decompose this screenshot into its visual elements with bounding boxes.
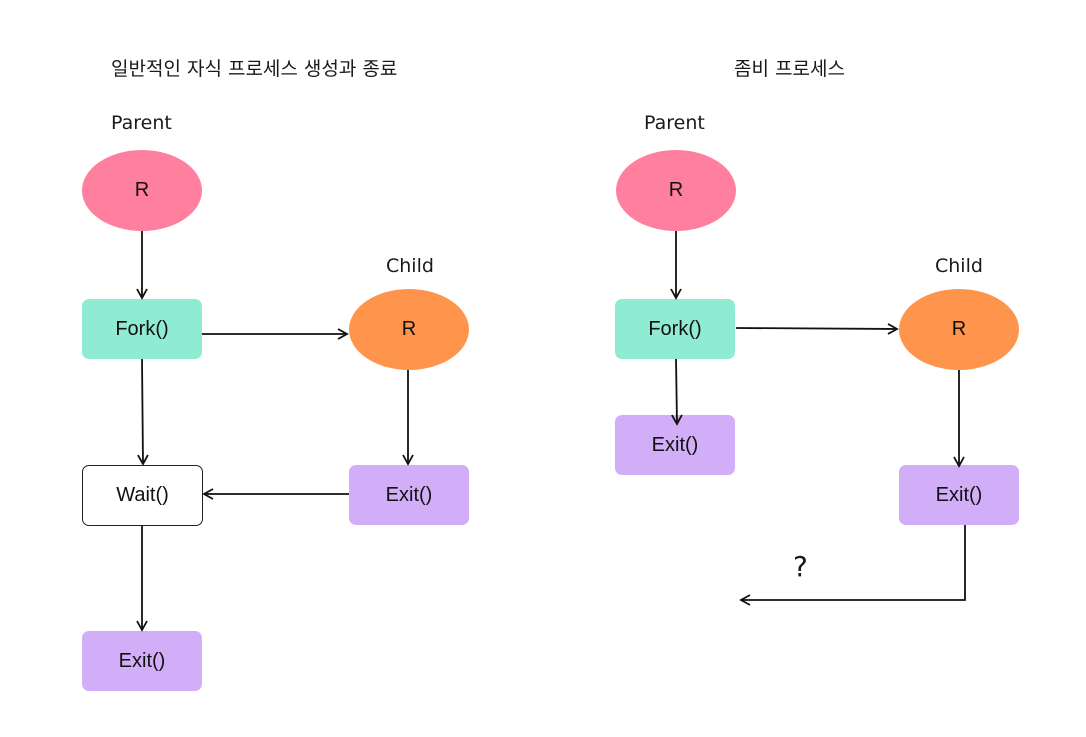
left-parent-exit-node: Exit() xyxy=(82,631,202,691)
edge-right-child-exit-to-nowhere xyxy=(739,525,966,606)
left-parent-label: Parent xyxy=(111,112,172,134)
left-parent-running-node: R xyxy=(82,150,202,231)
right-child-label: Child xyxy=(935,255,983,277)
right-parent-running-node: R xyxy=(616,150,736,231)
right-fork-node: Fork() xyxy=(615,299,735,359)
edge-right-fork-to-exit xyxy=(671,358,683,426)
right-child-exit-node: Exit() xyxy=(899,465,1019,525)
left-child-label: Child xyxy=(386,255,434,277)
right-child-running-node: R xyxy=(899,289,1019,370)
left-child-running-node: R xyxy=(349,289,469,370)
right-diagram-title: 좀비 프로세스 xyxy=(734,58,845,80)
left-diagram-title: 일반적인 자식 프로세스 생성과 종료 xyxy=(111,58,398,80)
right-parent-label: Parent xyxy=(644,112,705,134)
edge-right-fork-to-child xyxy=(735,323,899,335)
unknown-parent-mark: ? xyxy=(793,550,808,583)
left-child-exit-node: Exit() xyxy=(349,465,469,525)
edge-left-fork-to-wait xyxy=(137,358,149,466)
left-fork-node: Fork() xyxy=(82,299,202,359)
